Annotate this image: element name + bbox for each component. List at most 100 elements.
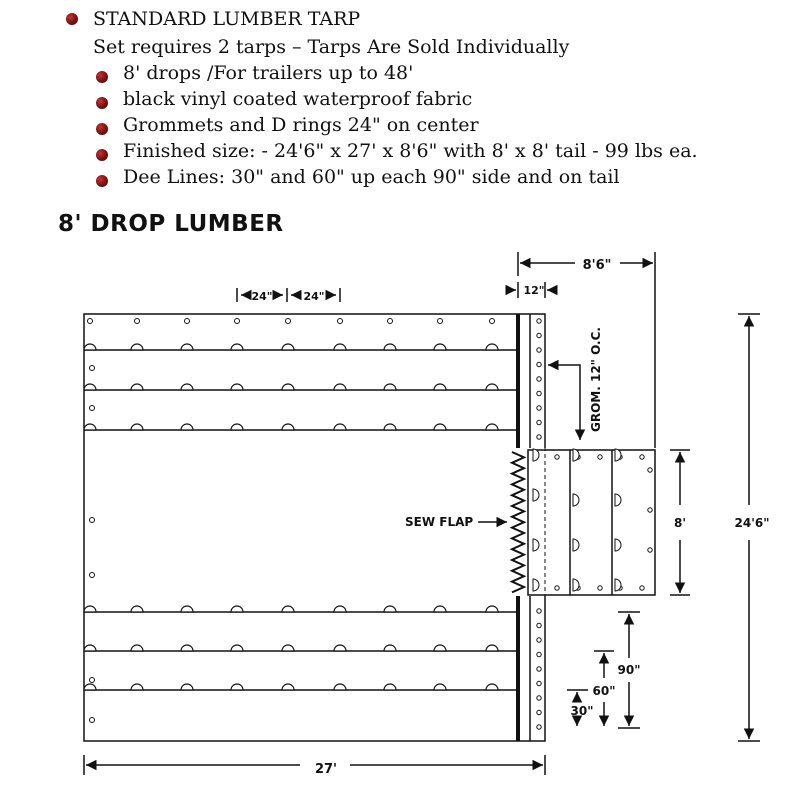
bullet-icon [96, 71, 108, 83]
d-ring-icon [485, 423, 499, 431]
d-ring-icon [614, 578, 622, 592]
grommet-icon [234, 318, 240, 324]
title-bullet-icon [66, 13, 78, 25]
d-ring-icon [130, 343, 144, 351]
grommet-icon [89, 572, 95, 578]
grommet-icon [536, 332, 542, 339]
d-ring-icon [433, 343, 447, 351]
d-ring-icon [383, 644, 397, 652]
d-ring-icon [383, 423, 397, 431]
tail-section [527, 440, 656, 610]
bullet-icon [96, 97, 108, 109]
d-ring-icon [572, 493, 580, 507]
product-subtitle: Set requires 2 tarps – Tarps Are Sold In… [93, 36, 570, 58]
grommet-icon [639, 454, 645, 460]
d-ring-icon [281, 423, 295, 431]
tail-depth-dimension [517, 252, 656, 448]
tail-depth-label: 8'6" [583, 258, 612, 273]
d-ring-icon [485, 343, 499, 351]
grommet-icon [597, 454, 603, 460]
d-ring-icon [83, 383, 97, 391]
tail-width-label: 8' [674, 516, 686, 530]
d-ring-icon [333, 383, 347, 391]
d-ring-icon [281, 383, 295, 391]
d-ring-icon [485, 605, 499, 613]
d-ring-icon [180, 605, 194, 613]
d-ring-icon [532, 448, 540, 462]
d-ring-icon [614, 493, 622, 507]
grommets [87, 318, 542, 730]
grommet-icon [536, 709, 542, 716]
grommet-callout-arrow [548, 359, 586, 440]
d-ring-icon [572, 448, 580, 462]
d-ring-icon [83, 343, 97, 351]
sew-flap-zigzag [509, 451, 527, 594]
d-ring-icon [433, 683, 447, 691]
d-ring-icon [383, 343, 397, 351]
grommet-icon [536, 724, 542, 730]
grommet-icon [536, 637, 542, 643]
bullet-icon [96, 175, 108, 187]
feature-finished-size: Finished size: - 24'6" x 27' x 8'6" with… [123, 140, 698, 162]
grommet-icon [89, 365, 95, 371]
grommet-icon [285, 318, 291, 324]
tarp-body [83, 313, 546, 742]
d-ring-icon [230, 423, 244, 431]
diagram-heading: 8' DROP LUMBER [58, 211, 284, 237]
drop-60-label: 60" [593, 684, 616, 698]
d-ring-icon [532, 538, 540, 552]
grommet-icon [536, 318, 542, 324]
grommet-icon [489, 318, 495, 324]
bullet-icon [96, 123, 108, 135]
grommet-icon [639, 585, 645, 591]
spacing-right-label: 24" [303, 290, 324, 303]
d-ring-icon [180, 423, 194, 431]
d-ring-icon [230, 343, 244, 351]
d-rings [83, 343, 499, 691]
d-ring-icon [433, 644, 447, 652]
d-ring-icon [614, 448, 622, 462]
overall-length-dimension [83, 755, 546, 775]
flap-width-dimension [505, 282, 558, 298]
grommet-icon [87, 318, 93, 324]
d-ring-icon [83, 644, 97, 652]
grommet-icon [536, 376, 542, 382]
grommet-spacing-label: GROM. 12" O.C. [589, 327, 603, 432]
d-ring-icon [614, 538, 622, 552]
feature-grommets: Grommets and D rings 24" on center [123, 114, 479, 136]
d-ring-icon [130, 383, 144, 391]
grommet-icon [647, 547, 653, 553]
overall-length-label: 27' [315, 762, 337, 777]
d-ring-icon [333, 605, 347, 613]
d-ring-icon [383, 383, 397, 391]
d-ring-icon [532, 488, 540, 502]
d-ring-icon [433, 423, 447, 431]
d-ring-icon [333, 683, 347, 691]
drop-90-label: 90" [618, 663, 641, 677]
grommet-icon [536, 405, 542, 411]
grommet-icon [554, 454, 560, 460]
grommet-icon [89, 677, 95, 683]
grommet-icon [89, 405, 95, 411]
sew-flap-label: SEW FLAP [405, 515, 473, 529]
grommet-icon [536, 361, 542, 368]
grommet-icon [536, 651, 542, 658]
d-ring-icon [230, 383, 244, 391]
d-ring-icon [230, 644, 244, 652]
d-ring-icon [281, 644, 295, 652]
d-ring-icon [230, 605, 244, 613]
grommet-icon [536, 390, 542, 397]
grommet-icon [536, 608, 542, 614]
grommet-icon [536, 347, 542, 353]
spacing-left-label: 24" [251, 290, 272, 303]
grommet-icon [536, 695, 542, 701]
grommet-icon [134, 318, 140, 324]
grommet-icon [536, 419, 542, 426]
d-ring-icon [281, 343, 295, 351]
grommet-icon [554, 585, 560, 591]
grommet-icon [437, 318, 443, 324]
d-ring-icon [180, 383, 194, 391]
grommet-icon [647, 467, 653, 473]
feature-drops: 8' drops /For trailers up to 48' [123, 62, 414, 84]
